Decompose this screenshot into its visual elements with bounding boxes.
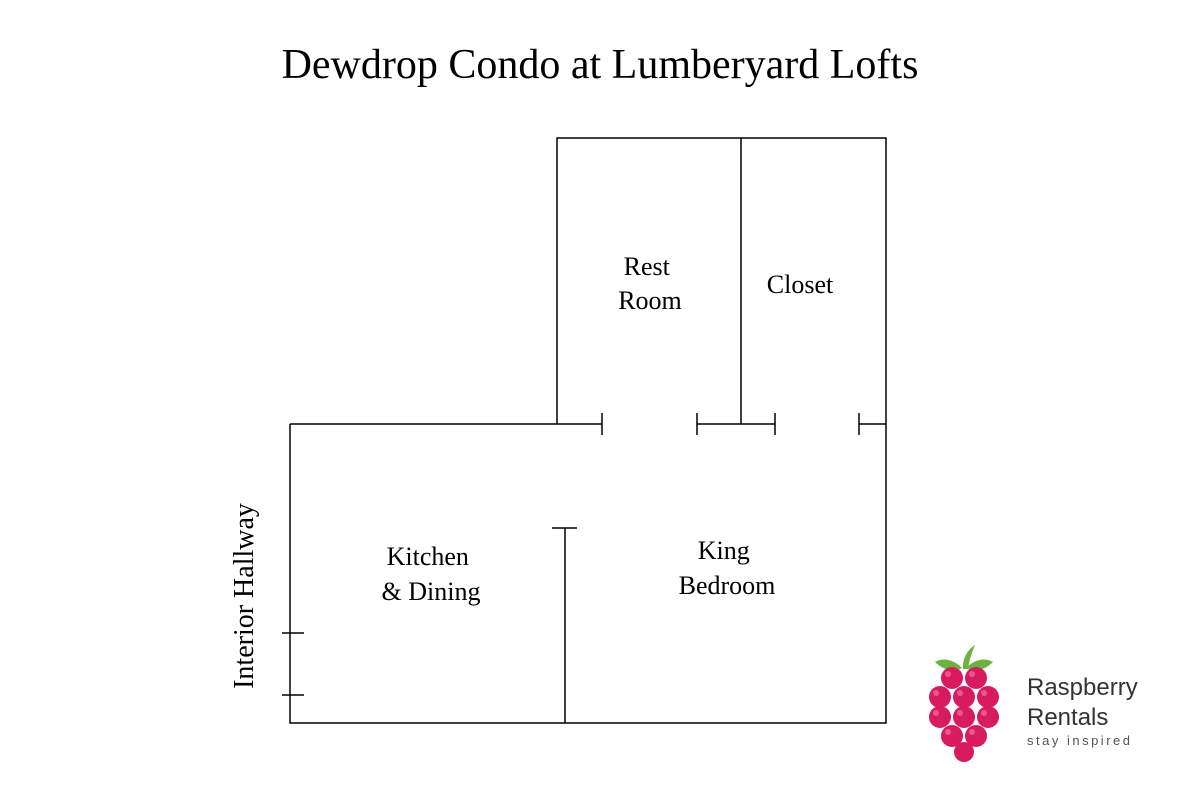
kitchen-label-line2: & Dining <box>382 577 481 606</box>
page-title: Dewdrop Condo at Lumberyard Lofts <box>281 42 919 88</box>
logo-drupelet <box>953 706 975 728</box>
logo-drupelet <box>965 667 987 689</box>
interior-hallway-label: Interior Hallway <box>229 503 260 689</box>
bedroom-label-line1: King <box>698 536 750 565</box>
brand-name-line2: Rentals <box>1027 704 1109 731</box>
logo-highlight <box>933 690 939 696</box>
logo-drupelet <box>953 686 975 708</box>
logo-highlight <box>957 690 963 696</box>
logo-drupelet <box>929 706 951 728</box>
upper-block-outline <box>556 137 887 424</box>
logo-stem <box>962 645 975 669</box>
logo-berry <box>929 667 999 762</box>
rest-room-label-line2: Room <box>618 286 682 315</box>
bedroom-label-line2: Bedroom <box>679 571 776 600</box>
raspberry-logo-icon <box>929 645 999 762</box>
closet-label: Closet <box>767 270 834 299</box>
logo-highlight <box>969 729 975 735</box>
logo-highlight <box>981 710 987 716</box>
logo-highlights <box>933 671 987 735</box>
kitchen-label-line1: Kitchen <box>387 542 469 571</box>
logo-drupelet <box>929 686 951 708</box>
brand-name-line1: Raspberry <box>1027 674 1138 701</box>
kitchen-dining-label: Kitchen & Dining <box>382 542 481 606</box>
rest-room-label: Rest Room <box>618 252 682 315</box>
closet-label-line1: Closet <box>767 270 834 299</box>
king-bedroom-label: King Bedroom <box>679 536 776 600</box>
logo-highlight <box>945 671 951 677</box>
brand-name: Raspberry Rentals <box>1027 673 1138 733</box>
brand-tagline: stay inspired <box>1027 733 1133 748</box>
logo-drupelet <box>954 742 974 762</box>
logo-drupelet <box>977 686 999 708</box>
logo-highlight <box>933 710 939 716</box>
logo-drupelet <box>977 706 999 728</box>
rest-room-label-line1: Rest <box>624 252 671 281</box>
logo-highlight <box>981 690 987 696</box>
logo-highlight <box>969 671 975 677</box>
lower-block-outline <box>289 424 887 724</box>
logo-highlight <box>945 729 951 735</box>
logo-drupelet <box>941 667 963 689</box>
logo-highlight <box>957 710 963 716</box>
